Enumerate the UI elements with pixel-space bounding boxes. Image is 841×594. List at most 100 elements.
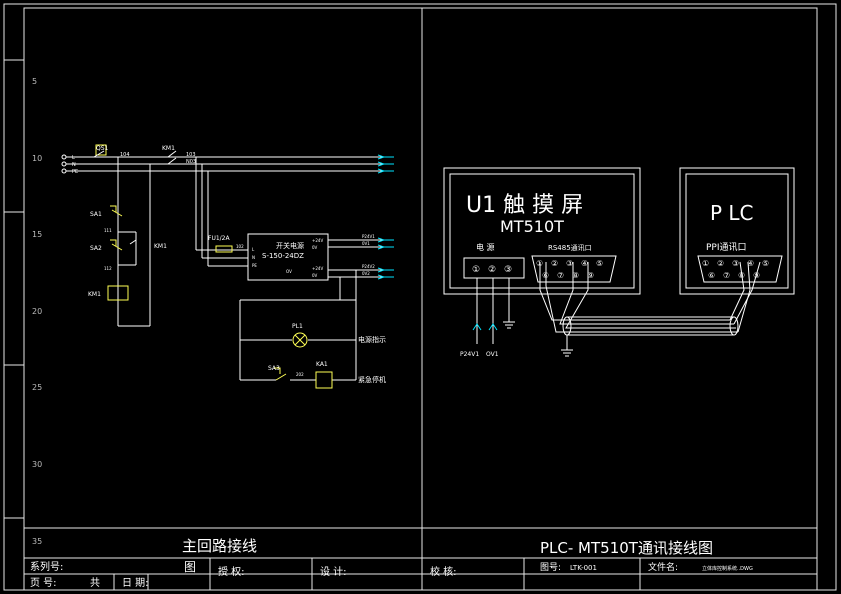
sa1-switch	[110, 205, 123, 217]
psu-pin-pe: PE	[252, 263, 257, 268]
ruler-tick-5: 5	[32, 77, 37, 86]
file-name: 立体库控制系统..DWG	[702, 565, 753, 572]
file-label: 文件名:	[648, 561, 678, 573]
ka1-relay	[315, 371, 333, 389]
hmi-pin-3: ③	[566, 259, 573, 268]
ruler-tick-15: 15	[32, 230, 42, 239]
psu-pin-l: L	[252, 247, 255, 252]
series-label: 系列号:	[30, 560, 63, 573]
psu-pin-0v-b: 0V	[312, 273, 318, 278]
sa2-switch	[110, 239, 123, 251]
sa3-switch	[274, 367, 287, 381]
power-arrows	[472, 323, 498, 331]
km1-main-contact	[167, 150, 177, 165]
ruler-tick-30: 30	[32, 460, 42, 469]
hmi-pin-4: ④	[581, 259, 588, 268]
line-label-l: L	[72, 155, 75, 161]
power-pin-2: ②	[488, 265, 496, 275]
psu-bottom-ov: OV	[286, 269, 292, 274]
approve-label: 授 权:	[218, 565, 245, 578]
hmi-pin-5: ⑤	[596, 259, 603, 268]
node-n03: N03	[186, 159, 196, 165]
hmi-pin-8: ⑧	[572, 271, 579, 280]
drawing-no: LTK-001	[570, 564, 597, 572]
total-label: 共	[90, 577, 100, 589]
left-title-tail: 图	[184, 560, 196, 574]
plc-pin-6: ⑥	[708, 271, 715, 280]
power-pin-3: ③	[504, 265, 512, 275]
node-112: 112	[104, 266, 112, 271]
hmi-pin-7: ⑦	[557, 271, 564, 280]
left-ruler: 5 10 15 20 25 30 35	[4, 59, 42, 546]
rs485-connector	[531, 255, 617, 283]
shielded-cable	[539, 261, 761, 357]
title-block	[24, 527, 817, 590]
hmi-pin-2: ②	[551, 259, 558, 268]
psu-pin-0v-a: 0V	[312, 245, 318, 250]
plc-pin-2: ②	[717, 259, 724, 268]
psu-pin-24v-a: +24V	[312, 238, 323, 243]
node-102: 102	[236, 244, 244, 249]
qs1-switch	[94, 144, 110, 157]
ruler-tick-35: 35	[32, 537, 42, 546]
page-label: 页 号:	[30, 577, 57, 589]
qs1-label: QS1	[96, 145, 109, 152]
out-p24v2: P24V2	[362, 264, 375, 269]
sa1-label: SA1	[90, 211, 102, 218]
design-label: 设 计:	[320, 565, 347, 578]
fuse-fu1	[215, 245, 233, 253]
plc-pin-7: ⑦	[723, 271, 730, 280]
plc-pin-4: ④	[747, 259, 754, 268]
node-202: 202	[296, 372, 304, 377]
p24v1-label: P24V1	[460, 351, 479, 358]
plc-box	[679, 167, 795, 295]
node-104: 104	[120, 152, 130, 158]
out-0v1: 0V1	[362, 241, 370, 246]
main-circuit-title: 主回路接线	[182, 537, 257, 555]
km1-coil	[107, 285, 129, 301]
psu-output-arrows	[377, 237, 394, 280]
date-label: 日 期:	[122, 577, 149, 589]
sa3-label: SA3	[268, 365, 280, 372]
psu-title: 开关电源	[276, 241, 304, 250]
power-terminal-block	[463, 257, 525, 279]
comm-diagram: U1 触 摸 屏 MT510T 电 源 RS485通讯口 ① ② ③ P24V1…	[443, 167, 795, 358]
drawing-no-label: 图号:	[540, 562, 561, 573]
hmi-model: MT510T	[500, 217, 564, 236]
rs485-label: RS485通讯口	[548, 243, 592, 252]
ppi-label: PPI通讯口	[706, 242, 747, 253]
drawing-frame	[3, 3, 837, 591]
plc-pin-1: ①	[702, 259, 709, 268]
ruler-tick-10: 10	[32, 154, 42, 163]
comm-diagram-title: PLC- MT510T通讯接线图	[540, 539, 713, 557]
power-pin-1: ①	[472, 265, 480, 275]
out-0v2: 0V2	[362, 271, 370, 276]
power-label: 电 源	[476, 242, 495, 252]
psu-pin-24v-b: +24V	[312, 266, 323, 271]
out-p24v1: P24V1	[362, 234, 375, 239]
psu-model: S-150-24DZ	[262, 252, 304, 260]
ka1-label: KA1	[316, 361, 328, 368]
bus-end-arrows	[377, 154, 394, 174]
pl1-label: PL1	[292, 323, 303, 330]
line-label-pe: PE	[72, 169, 78, 175]
sa2-label: SA2	[90, 245, 102, 252]
line-label-n: N	[72, 162, 76, 168]
pl1-lamp	[292, 332, 308, 348]
fuse-label: FU1/2A	[208, 235, 230, 242]
ov1-label: OV1	[486, 351, 499, 358]
ka1-desc: 紧急停机	[358, 375, 386, 384]
node-111: 111	[104, 228, 112, 233]
psu-pin-n: N	[252, 255, 255, 260]
power-supply-box	[247, 233, 329, 281]
ppi-connector	[697, 255, 783, 283]
hmi-title: U1 触 摸 屏	[466, 193, 583, 218]
check-label: 校 核:	[430, 565, 457, 578]
plc-title: P LC	[710, 201, 754, 225]
plc-pin-3: ③	[732, 259, 739, 268]
km1-aux-label: KM1	[154, 243, 167, 250]
main-circuit: L N PE QS1 104 KM1 103 N03 SA1 111	[61, 144, 394, 389]
pl1-desc: 电源指示	[358, 335, 386, 344]
ground-symbol	[503, 321, 515, 329]
